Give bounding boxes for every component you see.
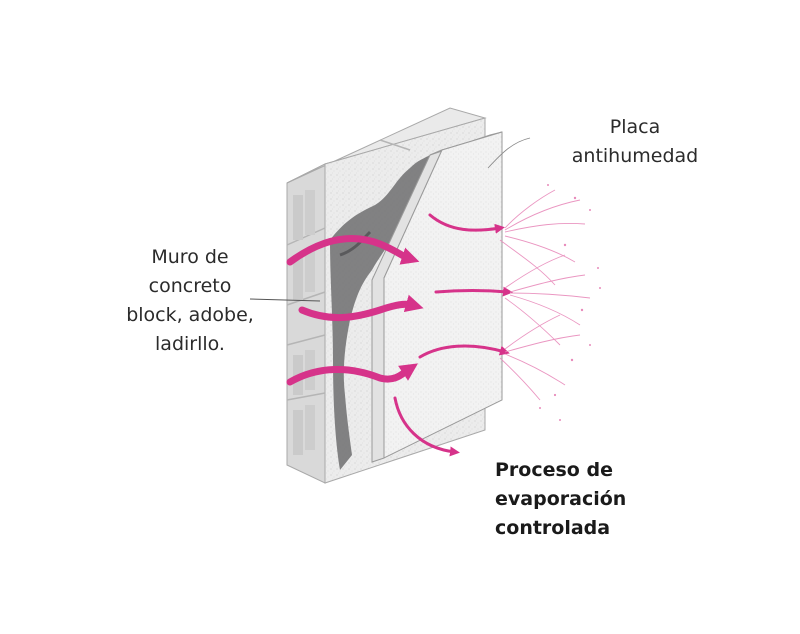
moisture-arrow-top — [286, 235, 420, 266]
moisture-arrow-bottom — [286, 363, 418, 386]
evaporation-label: Proceso de evaporación controlada — [495, 459, 627, 539]
evaporation-arrow — [393, 396, 460, 457]
vapor-diffusion-rays — [499, 189, 591, 401]
exit-arrow-middle — [434, 286, 513, 297]
board-label: Placa antihumedad — [571, 116, 699, 167]
board-leader-line — [487, 137, 531, 169]
moisture-arrows — [286, 235, 460, 457]
moisture-arrow-middle — [298, 294, 424, 321]
vapor-dots — [539, 184, 601, 421]
wall-leader-line — [249, 298, 321, 302]
exit-arrows — [418, 213, 513, 359]
exit-arrow-top — [428, 213, 505, 234]
damp-plaster-area — [330, 155, 440, 470]
exit-arrow-bottom — [418, 344, 510, 359]
wall-label: Muro de concreto block, adobe, ladirllo. — [126, 246, 254, 355]
